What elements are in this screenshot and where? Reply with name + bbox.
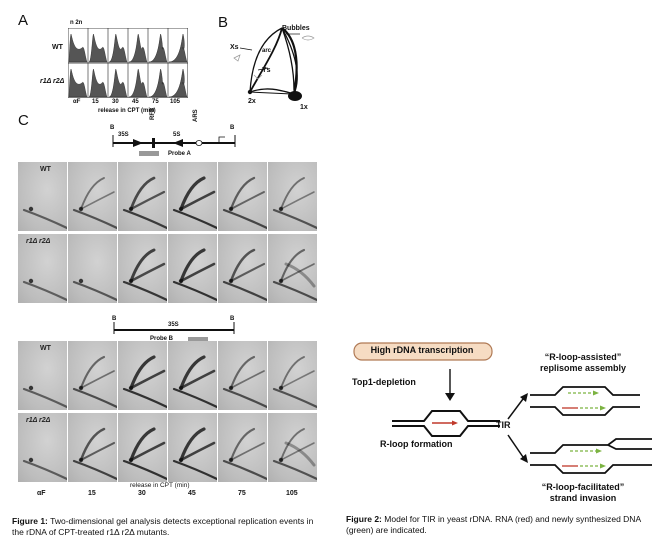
gel-image	[68, 234, 117, 303]
gel-image	[68, 413, 117, 482]
tick-label: 30	[138, 490, 146, 497]
figure-2-caption: Figure 2: Model for TIR in yeast rDNA. R…	[346, 514, 651, 536]
r-loop-formation-label: R-loop formation	[380, 439, 453, 449]
figure-1-caption: Figure 1: Two-dimensional gel analysis d…	[12, 516, 324, 538]
transcription-box	[353, 342, 493, 361]
r-loop-assisted-label: “R-loop-assisted” replisome assembly	[528, 352, 638, 374]
gel-image	[118, 413, 167, 482]
map-b-probe: Probe B	[150, 336, 174, 342]
gel-image	[18, 413, 67, 482]
gel-image	[218, 413, 267, 482]
label-arc: arc	[262, 48, 272, 54]
tick-label: αF	[37, 490, 46, 497]
figure-2-caption-text: Model for TIR in yeast rDNA. RNA (red) a…	[346, 514, 641, 535]
replication-intermediates-diagram	[233, 27, 315, 101]
tick-label: 30	[112, 99, 119, 105]
panel-c-letter: C	[18, 112, 29, 129]
tick-label: 45	[132, 99, 139, 105]
r-loop-facilitated-line-2: strand invasion	[549, 493, 617, 503]
label-ys: Ys	[262, 67, 271, 74]
gel-image	[118, 341, 167, 410]
label-bubbles: Bubbles	[282, 25, 310, 32]
panel-a-xlabel: release in CPT (min)	[98, 108, 156, 114]
map-a-b-left: B	[110, 125, 115, 131]
label-1x: 1x	[300, 104, 308, 111]
gel-image	[68, 162, 117, 231]
gel-image	[18, 341, 67, 410]
gel-image	[218, 234, 267, 303]
label-xs: Xs	[230, 44, 239, 51]
tick-label: 15	[92, 99, 99, 105]
gel-image	[268, 234, 317, 303]
tick-label: 75	[238, 490, 246, 497]
tick-label: 15	[88, 490, 96, 497]
figure-2-caption-label: Figure 2:	[346, 514, 382, 524]
tick-label: 105	[286, 490, 298, 497]
gel-image	[18, 162, 67, 231]
gel-row-mutant-label: r1Δ r2Δ	[26, 417, 51, 424]
panel-a-row-mutant: r1Δ r2Δ	[40, 78, 65, 85]
map-a-35s: 35S	[118, 132, 129, 138]
gel-image	[268, 413, 317, 482]
panel-a-row-wt: WT	[52, 44, 63, 51]
gel-row-wt-label: WT	[40, 166, 51, 173]
gel-image	[118, 162, 167, 231]
map-a-probe: Probe A	[168, 151, 191, 157]
rdna-map-probe-b	[113, 322, 235, 342]
gel-image	[118, 234, 167, 303]
panel-a-letter: A	[18, 12, 29, 29]
gel-row-wt-label: WT	[40, 345, 51, 352]
label-2x: 2x	[248, 98, 256, 105]
gel-image	[268, 341, 317, 410]
r-loop-facilitated-label: “R-loop-facilitated” strand invasion	[528, 482, 638, 504]
r-loop-facilitated-line-1: “R-loop-facilitated”	[541, 482, 625, 492]
gel-image	[168, 162, 217, 231]
tick-label: 75	[152, 99, 159, 105]
figure-1-caption-label: Figure 1:	[12, 516, 48, 526]
map-b-35s: 35S	[168, 322, 179, 328]
figure-1-caption-text: Two-dimensional gel analysis detects exc…	[12, 516, 314, 537]
map-b-b-left: B	[112, 316, 117, 322]
panel-c-ticks: αF 15 30 45 75 105	[18, 490, 318, 500]
r-loop-assisted-line-2: replisome assembly	[539, 363, 627, 373]
tir-label: TIR	[496, 420, 511, 430]
tir-model-diagram	[353, 342, 652, 474]
panel-c-xlabel: release in CPT (min)	[130, 482, 190, 489]
gel-image	[218, 162, 267, 231]
gel-image	[168, 413, 217, 482]
panel-a-ticks: αF 15 30 45 75 105	[68, 99, 188, 109]
top1-depletion-label: Top1-depletion	[352, 377, 416, 387]
map-a-5s: 5S	[173, 132, 181, 138]
gel-row-mutant-label: r1Δ r2Δ	[26, 238, 51, 245]
panel-b-letter: B	[218, 14, 229, 31]
facs-histograms	[68, 28, 188, 98]
tick-label: αF	[73, 99, 81, 105]
gel-image	[18, 234, 67, 303]
gel-image	[68, 341, 117, 410]
gel-image	[168, 341, 217, 410]
panel-a-header: n 2n	[70, 20, 83, 26]
gel-image	[268, 162, 317, 231]
high-rdna-transcription: High rDNA transcription	[370, 345, 474, 355]
gel-image	[168, 234, 217, 303]
tick-label: 45	[188, 490, 196, 497]
map-b-b-right: B	[230, 316, 235, 322]
map-a-rfb: RFB	[150, 107, 156, 120]
gel-image	[218, 341, 267, 410]
map-a-ars: ARS	[193, 109, 199, 122]
rdna-map-probe-a	[112, 135, 236, 156]
map-a-b-right: B	[230, 125, 235, 131]
r-loop-assisted-line-1: “R-loop-assisted”	[544, 352, 622, 362]
tick-label: 105	[170, 99, 181, 105]
